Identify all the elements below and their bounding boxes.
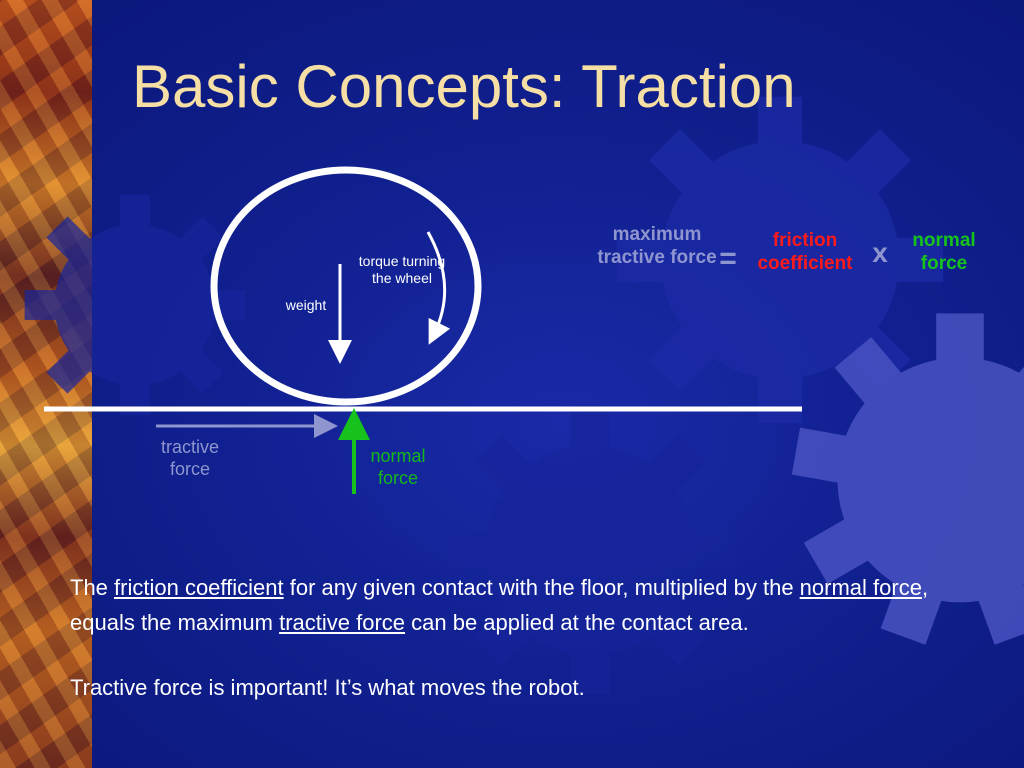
- torque-arrow: [426, 231, 451, 345]
- friction-coefficient-term: friction coefficient: [757, 230, 853, 274]
- max-tractive-force-term: maximum tractive force: [597, 224, 717, 268]
- background-gear-icon: [446, 406, 734, 694]
- text-fragment: The: [70, 575, 115, 600]
- slide-title: Basic Concepts: Traction: [132, 53, 796, 120]
- wheel: [210, 166, 482, 406]
- normal-force-term: normal force: [912, 230, 976, 274]
- paragraph-1: The friction coefficient for any given c…: [70, 570, 970, 640]
- normal-force-term-link: normal force: [799, 575, 922, 600]
- text-fragment: can be applied at the contact area.: [405, 610, 749, 635]
- body-text: The friction coefficient for any given c…: [70, 570, 970, 705]
- friction-coefficient-term-link: friction coefficient: [114, 575, 284, 600]
- background-gear-icon: [24, 194, 246, 416]
- text-fragment: for any given contact with the floor, mu…: [283, 575, 800, 600]
- tractive-force-label: tractive force: [160, 437, 220, 479]
- torque-label: torque turning the wheel: [358, 253, 446, 286]
- background-gear-icon: [791, 313, 1024, 645]
- background-gear-icon: [616, 96, 944, 424]
- text-fragment: , equals the maximum: [70, 575, 929, 635]
- weight-label: weight: [285, 297, 327, 313]
- equals-sign: =: [719, 242, 737, 275]
- normal-force-label: normal force: [370, 446, 426, 488]
- paragraph-2: Tractive force is important! It’s what m…: [70, 675, 585, 700]
- tractive-force-term-link: tractive force: [279, 610, 406, 635]
- multiply-sign: x: [872, 237, 888, 268]
